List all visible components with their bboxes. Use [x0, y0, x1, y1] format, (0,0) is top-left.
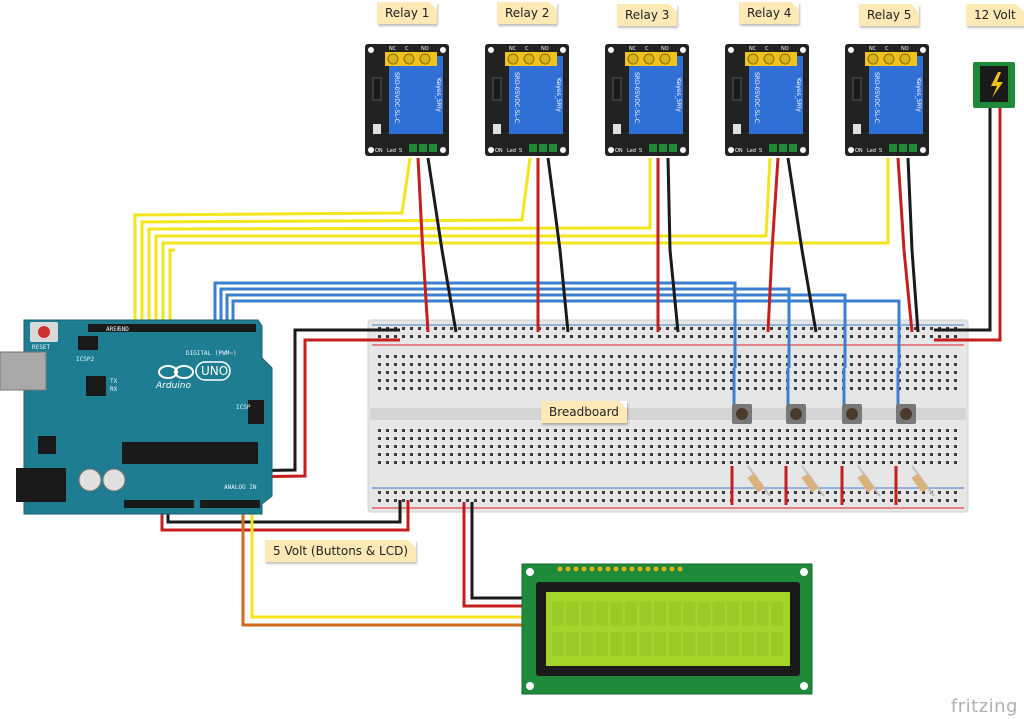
relay5-note: Relay 5 — [859, 4, 920, 26]
breadboard-holes — [378, 327, 957, 502]
arduino-brand: Arduino — [156, 381, 191, 391]
icsp-label: ICSP — [236, 404, 251, 411]
relay1-note: Relay 1 — [377, 2, 438, 24]
fritzing-watermark: fritzing — [950, 696, 1018, 717]
five-volt-note: 5 Volt (Buttons & LCD) — [265, 540, 417, 562]
lcd-wires — [241, 500, 522, 627]
rx-label: RX — [110, 386, 118, 393]
arduino-logo-text: UNO — [201, 364, 229, 378]
push-button-3 — [840, 368, 881, 505]
breadboard — [367, 319, 969, 513]
aref-label: AREF — [106, 326, 121, 333]
yellow-wires — [133, 157, 890, 330]
power-12v-note: 12 Volt — [966, 4, 1024, 26]
push-button-1 — [730, 368, 771, 505]
buttons-group — [730, 368, 935, 505]
reset-label: RESET — [32, 344, 51, 351]
push-button-4 — [894, 368, 935, 505]
push-button-2 — [784, 368, 825, 505]
breadboard-note: Breadboard — [541, 401, 627, 423]
digital-label: DIGITAL (PWM~) — [186, 350, 237, 357]
supply-12v-wires — [934, 108, 1002, 342]
tx-label: TX — [110, 378, 118, 385]
gnd-label: GND — [118, 326, 129, 333]
icsp2-label: ICSP2 — [76, 356, 95, 363]
relay3-note: Relay 3 — [617, 4, 678, 26]
relay2-note: Relay 2 — [497, 2, 558, 24]
relay4-note: Relay 4 — [739, 2, 800, 24]
analog-label: ANALOG IN — [224, 484, 257, 491]
relay-power-wires — [416, 157, 920, 333]
